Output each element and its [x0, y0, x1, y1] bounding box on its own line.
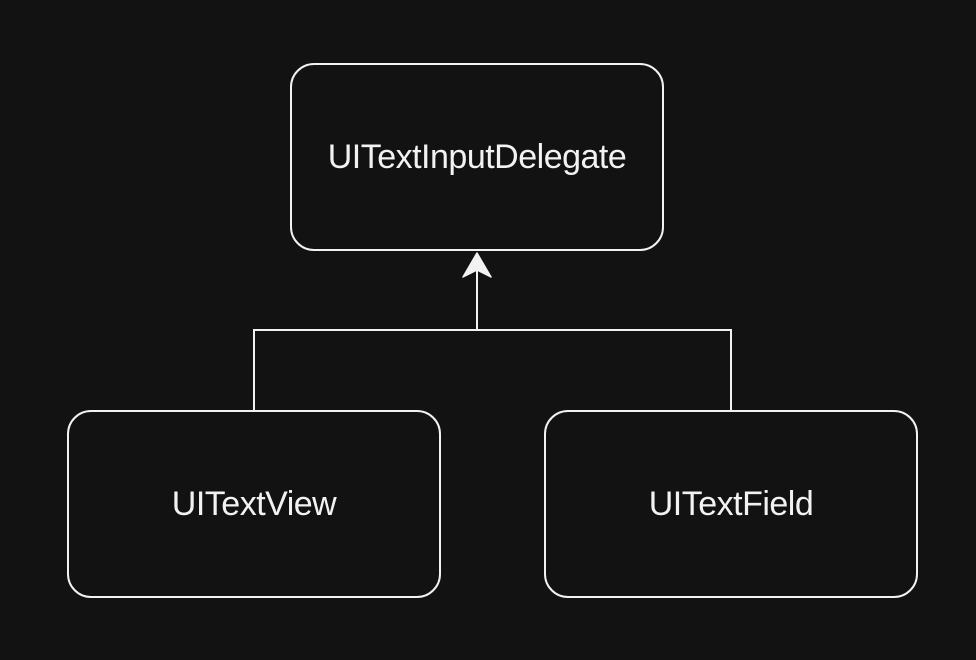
node-uitextfield: UITextField — [544, 410, 918, 598]
node-label: UITextField — [648, 484, 814, 523]
node-uitextview: UITextView — [67, 410, 441, 598]
node-label: UITextView — [171, 484, 337, 523]
node-label: UITextInputDelegate — [327, 137, 627, 176]
arrowhead-icon — [462, 252, 492, 278]
node-uitextinputdelegate: UITextInputDelegate — [290, 63, 664, 251]
